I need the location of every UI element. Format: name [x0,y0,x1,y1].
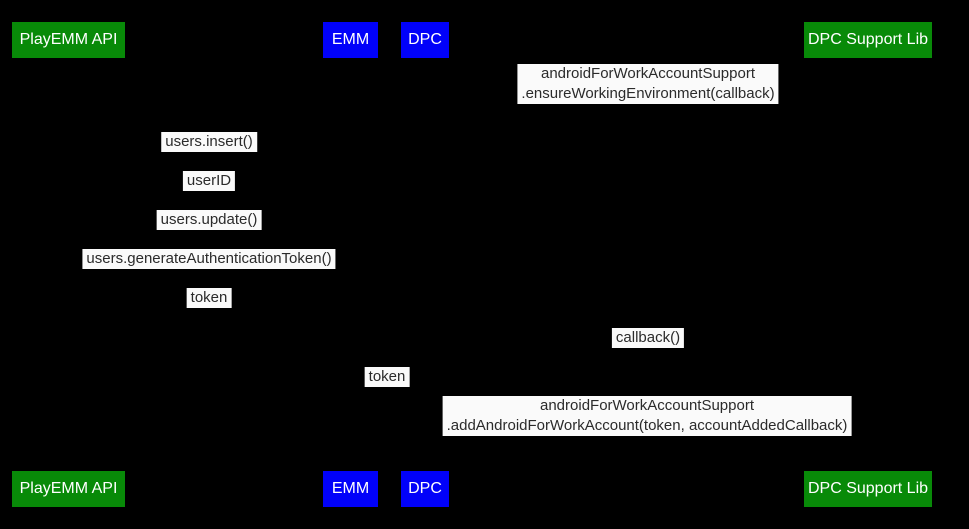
actor-playemm-api-top: PlayEMM API [12,22,125,58]
message-line: androidForWorkAccountSupport [540,397,754,414]
message-line: users.insert() [165,133,253,150]
message-users-update: users.update() [156,210,262,230]
message-line: .addAndroidForWorkAccount(token, account… [446,417,848,434]
actor-dpc-support-lib-top: DPC Support Lib [804,22,932,58]
message-users-generate-authentication-token: users.generateAuthenticationToken() [82,249,336,269]
actor-emm-top: EMM [323,22,378,58]
message-line: userID [186,172,232,189]
message-line: token [368,368,406,385]
message-line: users.generateAuthenticationToken() [86,250,332,267]
message-line: users.update() [160,211,258,228]
message-ensure-working-environment: androidForWorkAccountSupport .ensureWork… [517,64,779,104]
actor-dpc-top: DPC [401,22,449,58]
message-line: .ensureWorkingEnvironment(callback) [521,85,775,102]
actor-dpc-bottom: DPC [401,471,449,507]
message-line: androidForWorkAccountSupport [540,65,755,82]
message-token-forward: token [364,367,410,387]
message-callback: callback() [611,328,685,348]
actor-dpc-support-lib-bottom: DPC Support Lib [804,471,932,507]
actor-playemm-api-bottom: PlayEMM API [12,471,125,507]
actor-emm-bottom: EMM [323,471,378,507]
message-add-android-for-work-account: androidForWorkAccountSupport .addAndroid… [442,396,852,436]
message-userid: userID [182,171,236,191]
message-line: callback() [615,329,681,346]
message-line: token [190,289,228,306]
message-users-insert: users.insert() [161,132,257,152]
message-token-return: token [186,288,232,308]
